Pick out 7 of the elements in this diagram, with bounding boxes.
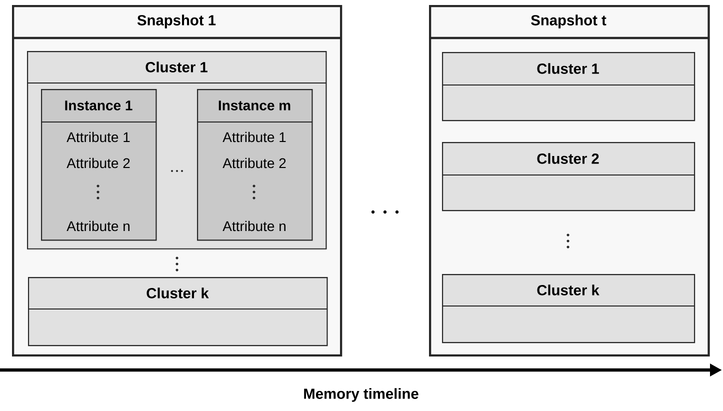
cluster-box: Cluster k — [442, 274, 696, 344]
cluster-box: Cluster 1 — [442, 52, 696, 122]
cluster-box: Cluster k — [28, 277, 328, 346]
axis-label: Memory timeline — [304, 388, 418, 402]
instance-box: Instance m Attribute 1 Attribute 2 Attribute n — [197, 89, 313, 241]
instance-box: Instance 1 Attribute 1 Attribute 2 Attribute n — [41, 89, 157, 241]
cluster-box: Cluster 2 — [442, 142, 696, 212]
